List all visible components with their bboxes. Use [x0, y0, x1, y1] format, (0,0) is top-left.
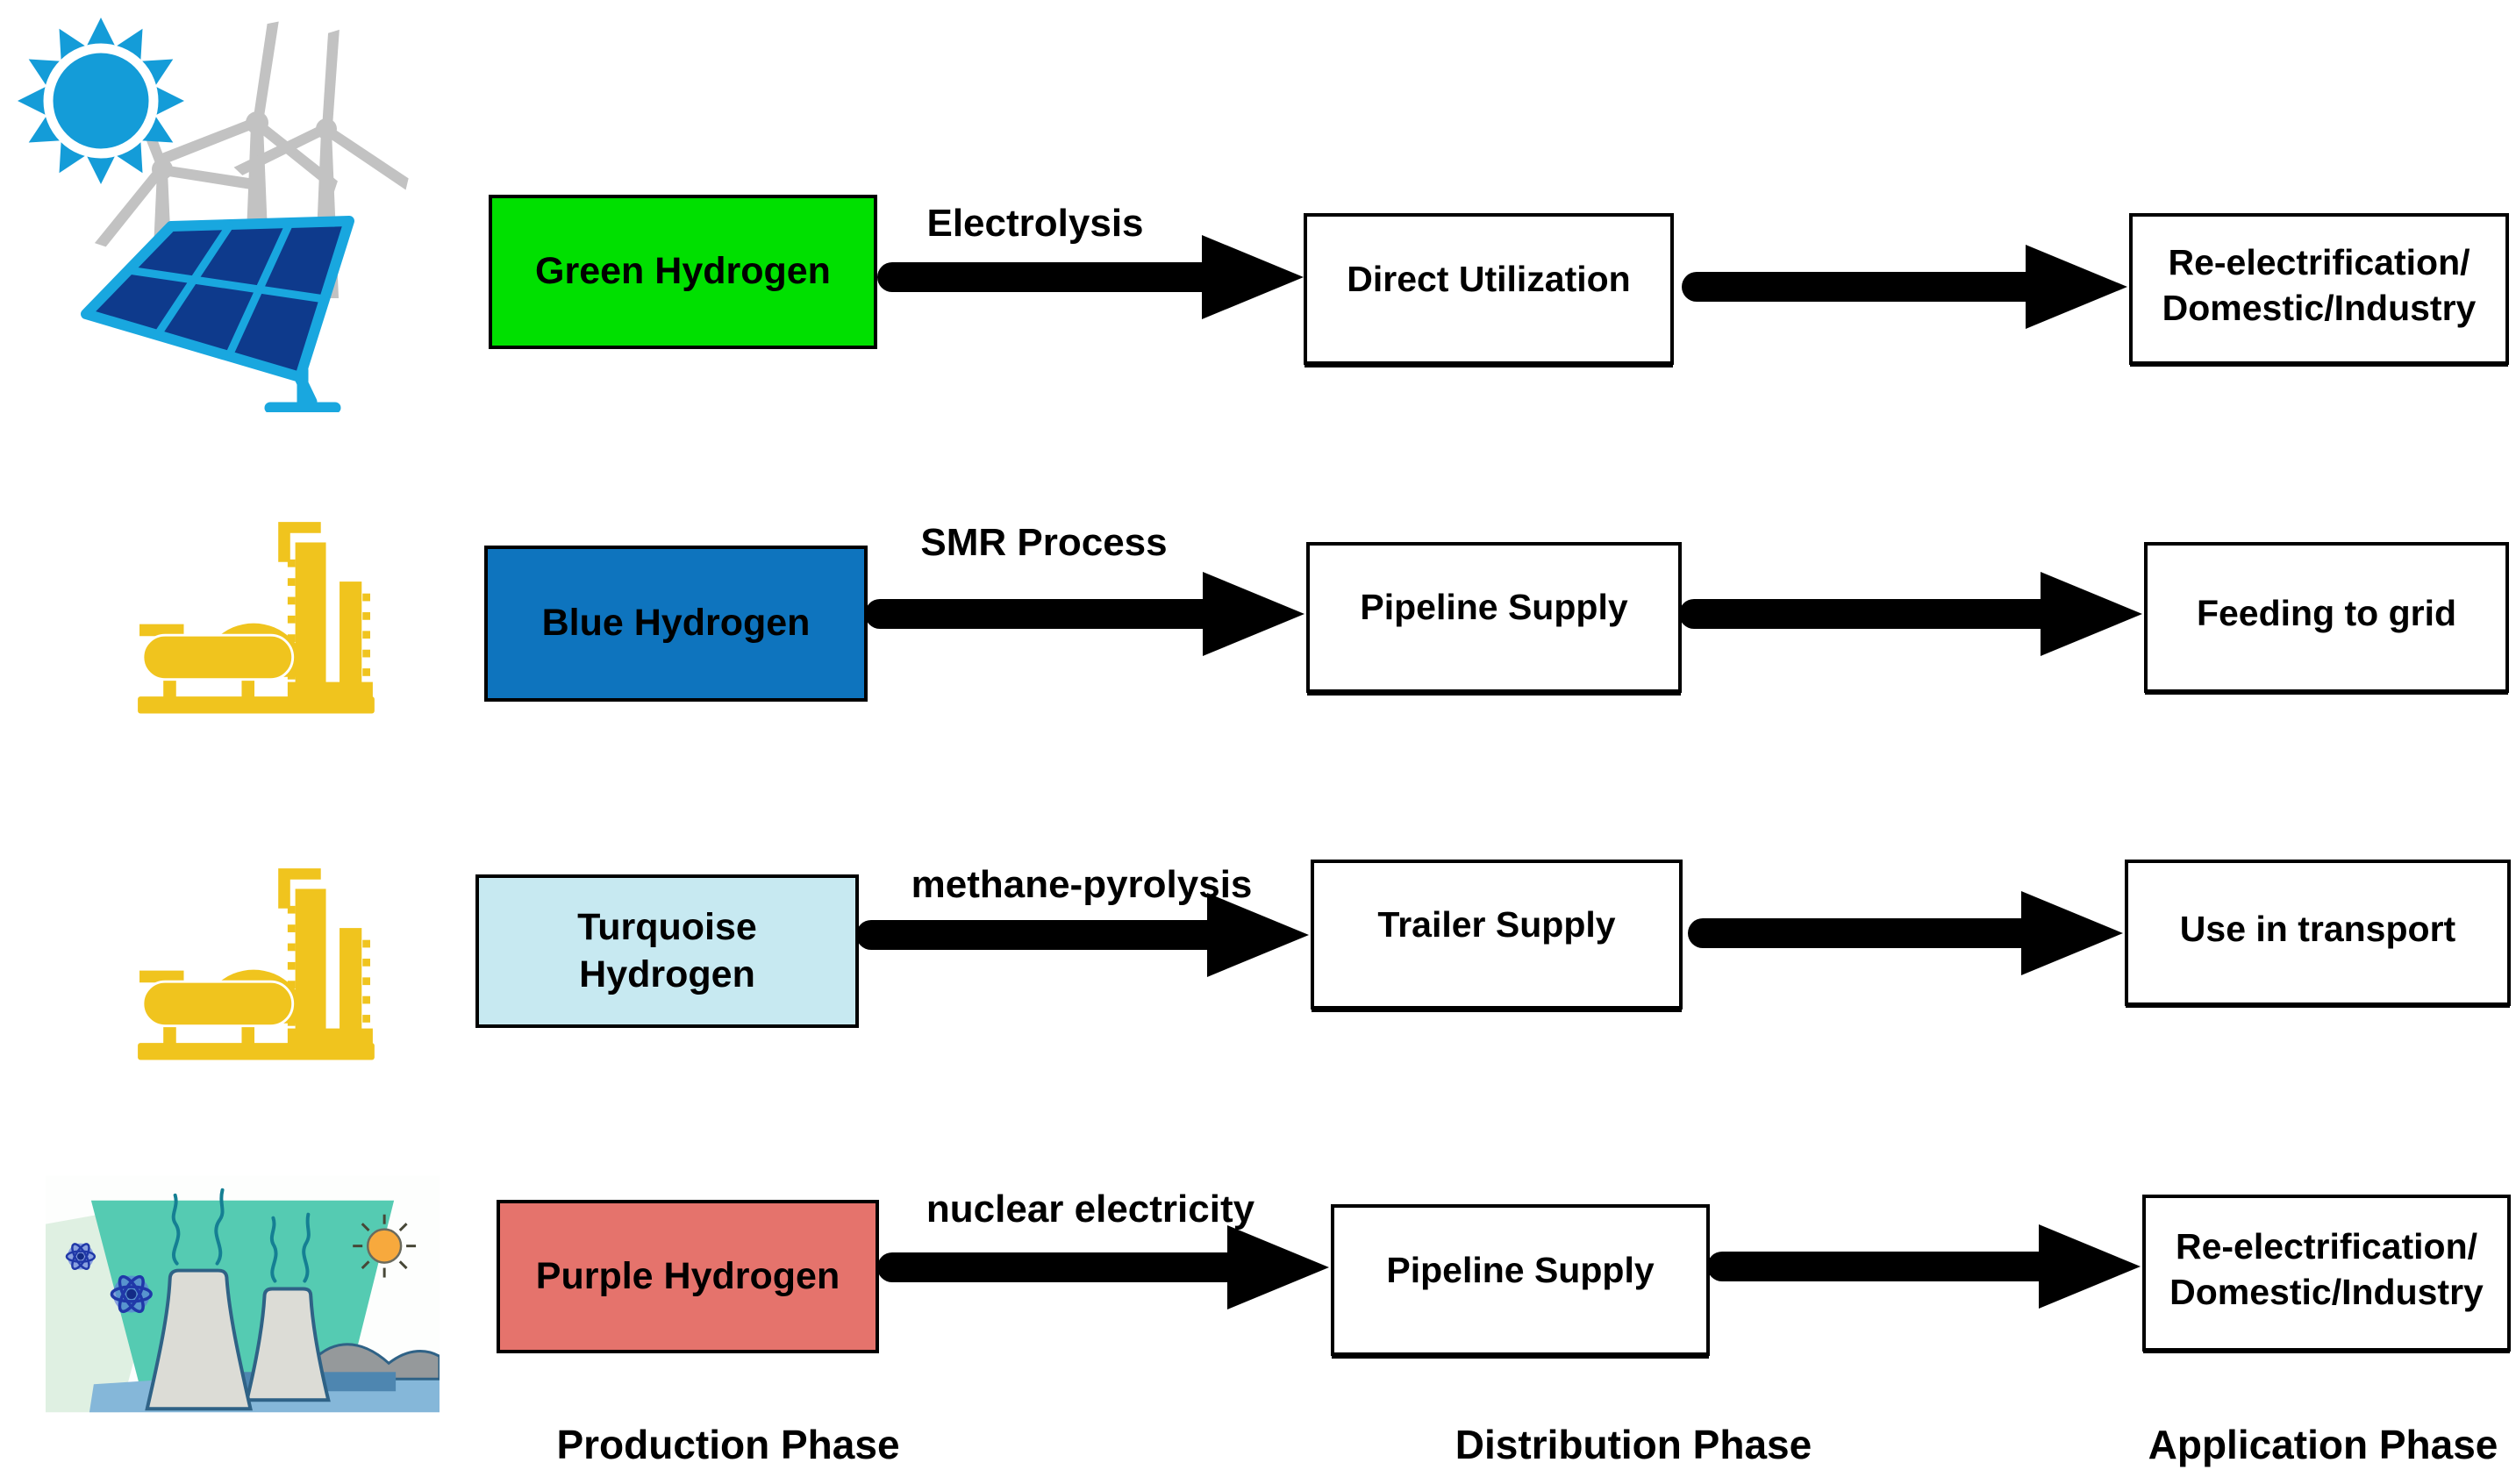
production-box-label: Purple Hydrogen [535, 1254, 840, 1297]
application-box-label: Re-electrification/ Domestic/Industry [2169, 1226, 2484, 1312]
arrow-shaft [877, 1252, 1231, 1282]
distribution-box-label: Pipeline Supply [1360, 587, 1628, 628]
arrow-shaft [1707, 1252, 2042, 1281]
process-label-methane-pyrolysis: methane-pyrolysis [911, 863, 1253, 906]
distribution-box-label: Trailer Supply [1377, 903, 1616, 945]
process-label-electrolysis: Electrolysis [926, 202, 1144, 245]
arrow-shaft [877, 262, 1205, 292]
flow-arrow [1707, 1224, 2141, 1309]
atom-icon [65, 1243, 96, 1270]
application-box-label: Feeding to grid [2196, 593, 2457, 634]
refinery-icon [127, 845, 383, 1074]
atom-icon [110, 1274, 153, 1314]
production-box-label: Green Hydrogen [535, 250, 831, 293]
application-phase-label: Application Phase [2148, 1422, 2498, 1467]
sun-icon [18, 18, 184, 184]
flow-arrow [1682, 245, 2127, 329]
production-box-label: Turquoise Hydrogen [577, 905, 757, 995]
arrow-shaft [1688, 918, 2025, 948]
arrow-head [1207, 893, 1309, 977]
solar-panel-icon [81, 216, 354, 412]
flow-arrow [1688, 891, 2123, 975]
application-box-reelectrification: Re-electrification/ Domestic/Industry [2142, 1195, 2511, 1352]
application-box-reelectrification: Re-electrification/ Domestic/Industry [2129, 213, 2509, 365]
distribution-box-label: Direct Utilization [1347, 258, 1631, 299]
distribution-phase-label: Distribution Phase [1455, 1422, 1812, 1467]
flow-arrow [865, 572, 1304, 656]
production-phase-label: Production Phase [556, 1422, 900, 1467]
flow-arrow [877, 1225, 1329, 1309]
arrow-shaft [856, 920, 1211, 950]
arrow-head [2021, 891, 2123, 975]
arrow-head [1202, 235, 1304, 319]
nuclear-plant-icon [46, 1175, 440, 1413]
refinery-icon [127, 498, 383, 728]
application-box-use-in-transport: Use in transport [2125, 860, 2511, 1006]
arrow-shaft [865, 599, 1206, 629]
process-label-nuclear-electricity: nuclear electricity [926, 1188, 1255, 1231]
arrow-shaft [1682, 272, 2029, 302]
distribution-box-direct-utilization: Direct Utilization [1304, 213, 1674, 365]
distribution-box-label: Pipeline Supply [1386, 1249, 1655, 1290]
distribution-box-pipeline-supply: Pipeline Supply [1331, 1204, 1710, 1356]
flow-arrow [1679, 572, 2142, 656]
application-box-label: Use in transport [2179, 908, 2456, 949]
application-box-label: Re-electrification/ Domestic/Industry [2162, 242, 2477, 328]
production-box-turquoise-hydrogen: Turquoise Hydrogen [475, 874, 859, 1028]
flow-arrow [856, 893, 1309, 977]
process-label-smr-process: SMR Process [920, 521, 1168, 564]
application-box-feeding-to-grid: Feeding to grid [2144, 542, 2509, 693]
arrow-shaft [1679, 599, 2044, 629]
arrow-head [2026, 245, 2127, 329]
production-box-green-hydrogen: Green Hydrogen [489, 195, 877, 349]
production-box-blue-hydrogen: Blue Hydrogen [484, 546, 868, 702]
flow-arrow [877, 235, 1304, 319]
arrow-head [1227, 1225, 1329, 1309]
distribution-box-trailer-supply: Trailer Supply [1311, 860, 1683, 1010]
arrow-head [2041, 572, 2142, 656]
production-box-label: Blue Hydrogen [541, 602, 811, 645]
sun-icon [353, 1214, 417, 1278]
arrow-head [1203, 572, 1304, 656]
arrow-head [2039, 1224, 2141, 1309]
production-box-purple-hydrogen: Purple Hydrogen [497, 1200, 879, 1353]
renewables-icon [9, 9, 439, 412]
distribution-box-pipeline-supply: Pipeline Supply [1306, 542, 1682, 693]
